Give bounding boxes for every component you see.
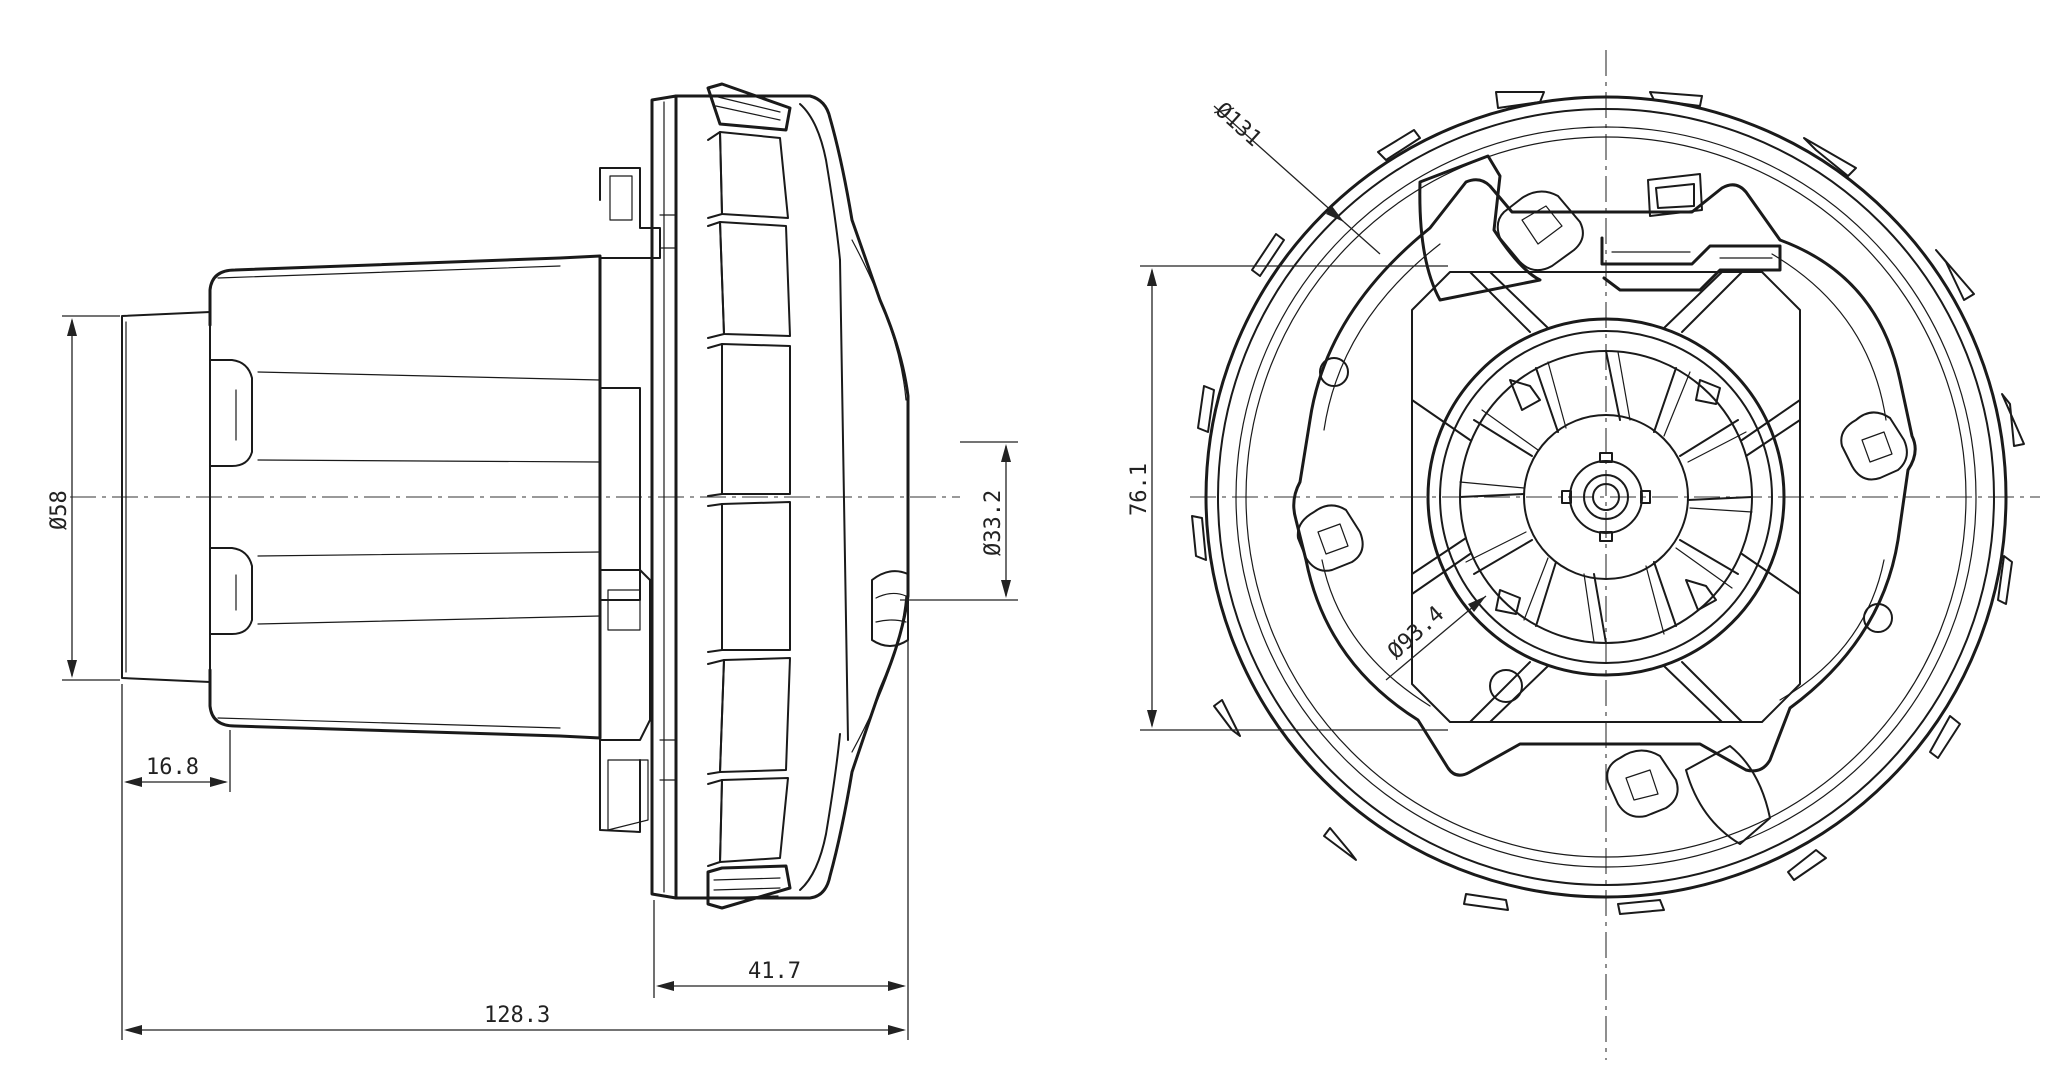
outlet-nozzle: [871, 570, 909, 647]
dim-41-7: 41.7: [653, 604, 909, 1040]
terminal-detail: [1611, 251, 1773, 259]
terminal-bottom-detail-1: [607, 589, 641, 631]
screw-boss-right: [1840, 411, 1908, 481]
body-top-edge: [217, 265, 561, 279]
terminal-bottom-detail-2: [607, 759, 649, 831]
nozzle-detail: [875, 592, 907, 623]
screw-slot-right: [1861, 431, 1893, 463]
shaft: [1592, 483, 1620, 511]
dim-label-16-8: 16.8: [146, 755, 199, 780]
rim-groove-2: [1245, 136, 1967, 858]
rotor-hub: [1523, 414, 1689, 580]
dim-label-76-1: 76.1: [1127, 463, 1152, 516]
motor-body: [208, 254, 602, 740]
dim-16-8: 16.8: [121, 684, 231, 1040]
housing-side: [839, 259, 849, 741]
rib-line-3: [257, 551, 601, 557]
dim-label-d33: Ø33.2: [981, 490, 1006, 556]
flange-ticks: [659, 214, 677, 781]
mount-plate-inner: [1321, 243, 1887, 707]
housing-curve-top: [799, 103, 841, 261]
screw-slot-bottom: [1625, 769, 1659, 801]
body-slot-upper: [209, 359, 253, 467]
screw-boss-left: [1296, 504, 1364, 572]
rib-line-2: [257, 459, 601, 463]
dim-d93: Ø93.4: [1383, 595, 1487, 681]
rotor-outer-inner: [1439, 330, 1773, 664]
terminal-block: [1600, 236, 1782, 292]
lower-mount: [599, 737, 641, 833]
hole-left-top: [1319, 357, 1349, 387]
rib-line-1: [257, 371, 601, 381]
screw-boss-top-left: [1496, 190, 1584, 272]
dim-label-41-7: 41.7: [748, 959, 801, 984]
shaft-keys: [1561, 452, 1651, 542]
rotor-blades: [1459, 350, 1753, 644]
screw-slot-top-left: [1521, 205, 1563, 245]
housing-dome-top: [851, 239, 907, 401]
dim-label-d58: Ø58: [47, 490, 72, 530]
outer-rim-inner: [1217, 108, 1995, 886]
stator-frame: [1411, 271, 1801, 723]
rotor-outer: [1426, 317, 1786, 677]
front-view: Ø131 76.1 Ø93.4: [1127, 50, 2040, 1060]
mount-plate: [1292, 178, 1917, 777]
dim-d58: Ø58: [47, 315, 120, 681]
hole-bottom-left: [1489, 669, 1523, 703]
hole-right-bottom: [1863, 603, 1893, 633]
top-brush-housing: [1418, 154, 1542, 302]
terminal-top-detail: [609, 175, 633, 221]
frame-spokes: [1411, 271, 1801, 723]
screw-slot-left: [1317, 523, 1349, 555]
body-bottom-edge: [217, 717, 561, 729]
dim-label-d131: Ø131: [1210, 98, 1266, 152]
housing-dome-bottom: [851, 595, 907, 753]
side-view: Ø58 Ø33.2 16.8 41.7: [47, 82, 1018, 1040]
dim-label-128-3: 128.3: [484, 1003, 550, 1028]
dim-d131: Ø131: [1210, 98, 1381, 255]
outer-rim: [1204, 95, 2008, 899]
terminal-bottom: [599, 569, 651, 741]
dim-d33: Ø33.2: [900, 441, 1018, 601]
terminal-top: [599, 167, 661, 259]
brush-holder-center: [599, 387, 641, 601]
shaft-outer: [1583, 474, 1629, 520]
terminal-connector: [1647, 173, 1703, 217]
screw-boss-bottom: [1606, 749, 1679, 818]
dim-128-3: 128.3: [124, 1003, 906, 1035]
body-slot-lower: [209, 547, 253, 635]
dim-76-1: 76.1: [1127, 265, 1448, 731]
housing-curve-bottom: [799, 733, 841, 891]
impeller-vanes: [706, 82, 792, 910]
rim-lugs: [1191, 91, 2025, 915]
rib-line-4: [257, 615, 601, 625]
rim-groove: [1235, 126, 1977, 868]
bottom-brush-housing: [1685, 745, 1771, 845]
fan-housing: [674, 94, 910, 900]
